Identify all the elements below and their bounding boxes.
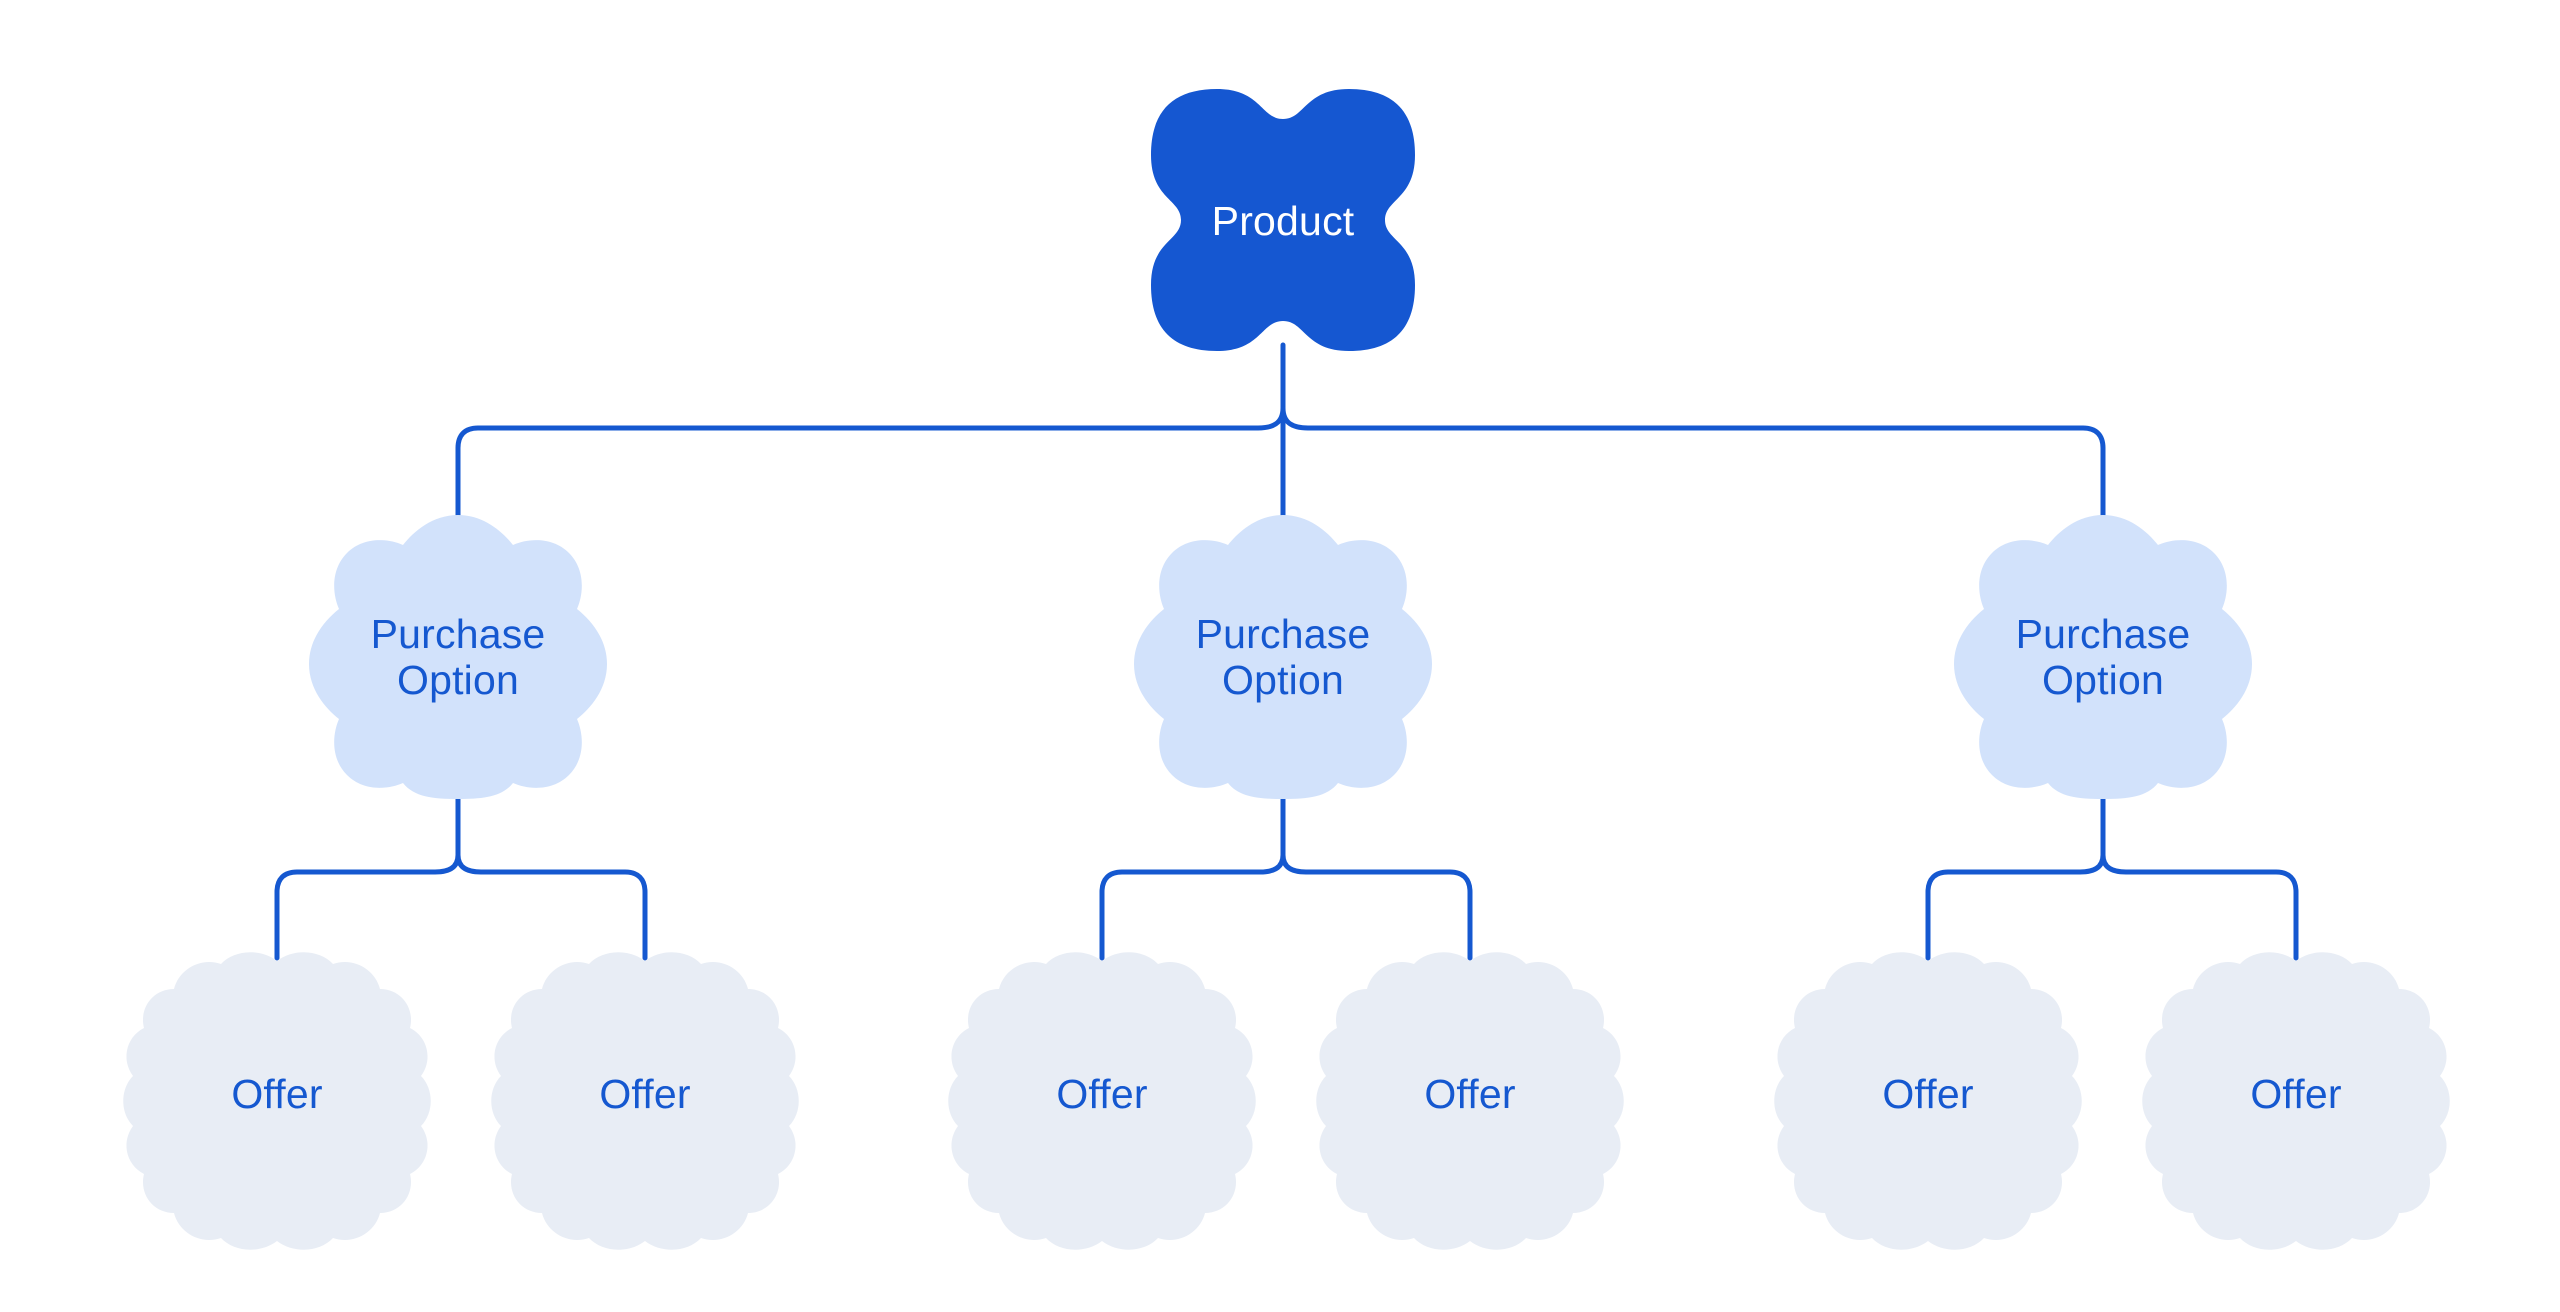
offer-blob-shape — [2142, 952, 2450, 1250]
purchase-option-blob-shape — [1134, 515, 1432, 799]
offer-node-3[interactable]: Offer — [948, 952, 1256, 1250]
purchase-option-nodes-row: Purchase Option Purchase Option Purchase… — [309, 515, 2252, 799]
connector-group-option-1-to-offers — [274, 792, 648, 961]
connector-group-product-to-options — [455, 342, 2106, 521]
connector-option-3-to-offer-5 — [1925, 852, 2106, 961]
offer-node-2[interactable]: Offer — [491, 952, 799, 1250]
offer-node-1[interactable]: Offer — [123, 952, 431, 1250]
offer-blob-shape — [491, 952, 799, 1250]
connector-group-option-3-to-offers — [1925, 792, 2299, 961]
purchase-option-blob-shape — [309, 515, 607, 799]
offer-blob-shape — [948, 952, 1256, 1250]
connector-option-2-to-offer-4 — [1280, 852, 1473, 961]
purchase-option-node-2[interactable]: Purchase Option — [1134, 515, 1432, 799]
offer-blob-shape — [1774, 952, 2082, 1250]
product-node[interactable]: Product — [1151, 89, 1415, 351]
connector-product-to-option-3 — [1280, 405, 2106, 521]
connector-option-2-to-offer-3 — [1099, 852, 1286, 961]
purchase-option-blob-shape — [1954, 515, 2252, 799]
offer-blob-shape — [1316, 952, 1624, 1250]
offer-nodes-row: Offer Offer Offer Offer Offer Offer — [123, 952, 2450, 1250]
purchase-option-node-1[interactable]: Purchase Option — [309, 515, 607, 799]
offer-node-5[interactable]: Offer — [1774, 952, 2082, 1250]
connector-option-3-to-offer-6 — [2100, 852, 2299, 961]
connector-product-to-option-1 — [455, 405, 1286, 521]
offer-node-6[interactable]: Offer — [2142, 952, 2450, 1250]
offer-blob-shape — [123, 952, 431, 1250]
purchase-option-node-3[interactable]: Purchase Option — [1954, 515, 2252, 799]
connector-group-option-2-to-offers — [1099, 792, 1473, 961]
connector-option-1-to-offer-2 — [455, 852, 648, 961]
connector-option-1-to-offer-1 — [274, 852, 461, 961]
product-blob-shape — [1151, 89, 1415, 351]
offer-node-4[interactable]: Offer — [1316, 952, 1624, 1250]
